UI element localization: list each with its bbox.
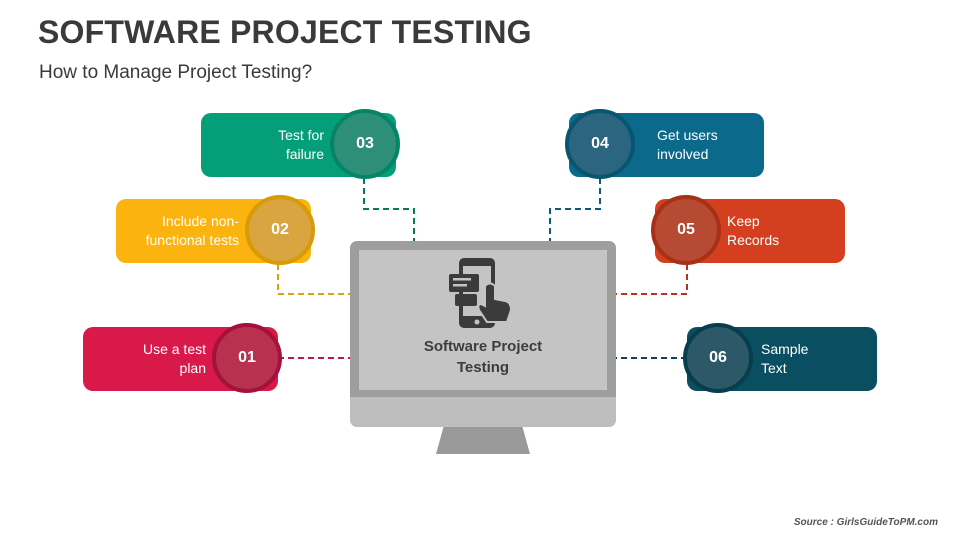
item-text: Get users involved (657, 126, 718, 164)
item-number-badge: 04 (565, 109, 635, 179)
item-04: 04 Get users involved (565, 109, 764, 179)
item-text-line1: Test for (278, 127, 324, 143)
item-03: Test for failure 03 (201, 109, 400, 179)
monitor-chin (350, 397, 616, 427)
source-credit: Source : GirlsGuideToPM.com (793, 517, 938, 528)
connector-04 (549, 178, 601, 241)
item-number-badge: 06 (683, 323, 753, 393)
item-02: Include non- functional tests 02 (116, 195, 315, 265)
item-01: Use a test plan 01 (83, 323, 282, 393)
center-label: Software Project Testing (395, 336, 571, 378)
connector-02 (277, 264, 350, 295)
item-text: Sample Text (761, 340, 808, 378)
item-text-line1: Sample (761, 341, 809, 357)
page-title: SOFTWARE PROJECT TESTING (38, 14, 532, 50)
item-text: Test for failure (278, 126, 324, 164)
item-text-line2: plan (179, 360, 206, 376)
item-text-line2: functional tests (145, 232, 239, 248)
item-text-line2: failure (285, 146, 324, 162)
item-number-badge: 05 (651, 195, 721, 265)
item-number-badge: 02 (245, 195, 315, 265)
item-text: Keep Records (727, 212, 779, 250)
item-text-line1: Get users (657, 127, 718, 143)
item-text-line2: Records (727, 232, 780, 248)
connector-03 (363, 178, 415, 241)
item-text-line1: Include non- (161, 213, 239, 229)
touch-phone-icon (449, 258, 513, 328)
item-text-line1: Keep (727, 213, 760, 229)
page-subtitle: How to Manage Project Testing? (39, 62, 313, 83)
item-text-line2: involved (657, 146, 709, 162)
item-05: 05 Keep Records (651, 195, 845, 265)
item-number-badge: 01 (212, 323, 282, 393)
item-text: Include non- functional tests (146, 212, 239, 250)
item-06: 06 Sample Text (683, 323, 877, 393)
item-text: Use a test plan (143, 340, 206, 378)
item-text-line1: Use a test (142, 341, 206, 357)
monitor-stand (436, 427, 530, 454)
center-label-line2: Testing (456, 359, 510, 376)
item-text-line2: Text (761, 360, 787, 376)
center-label-line1: Software Project (423, 338, 543, 355)
connector-05 (616, 264, 688, 295)
item-number-badge: 03 (330, 109, 400, 179)
